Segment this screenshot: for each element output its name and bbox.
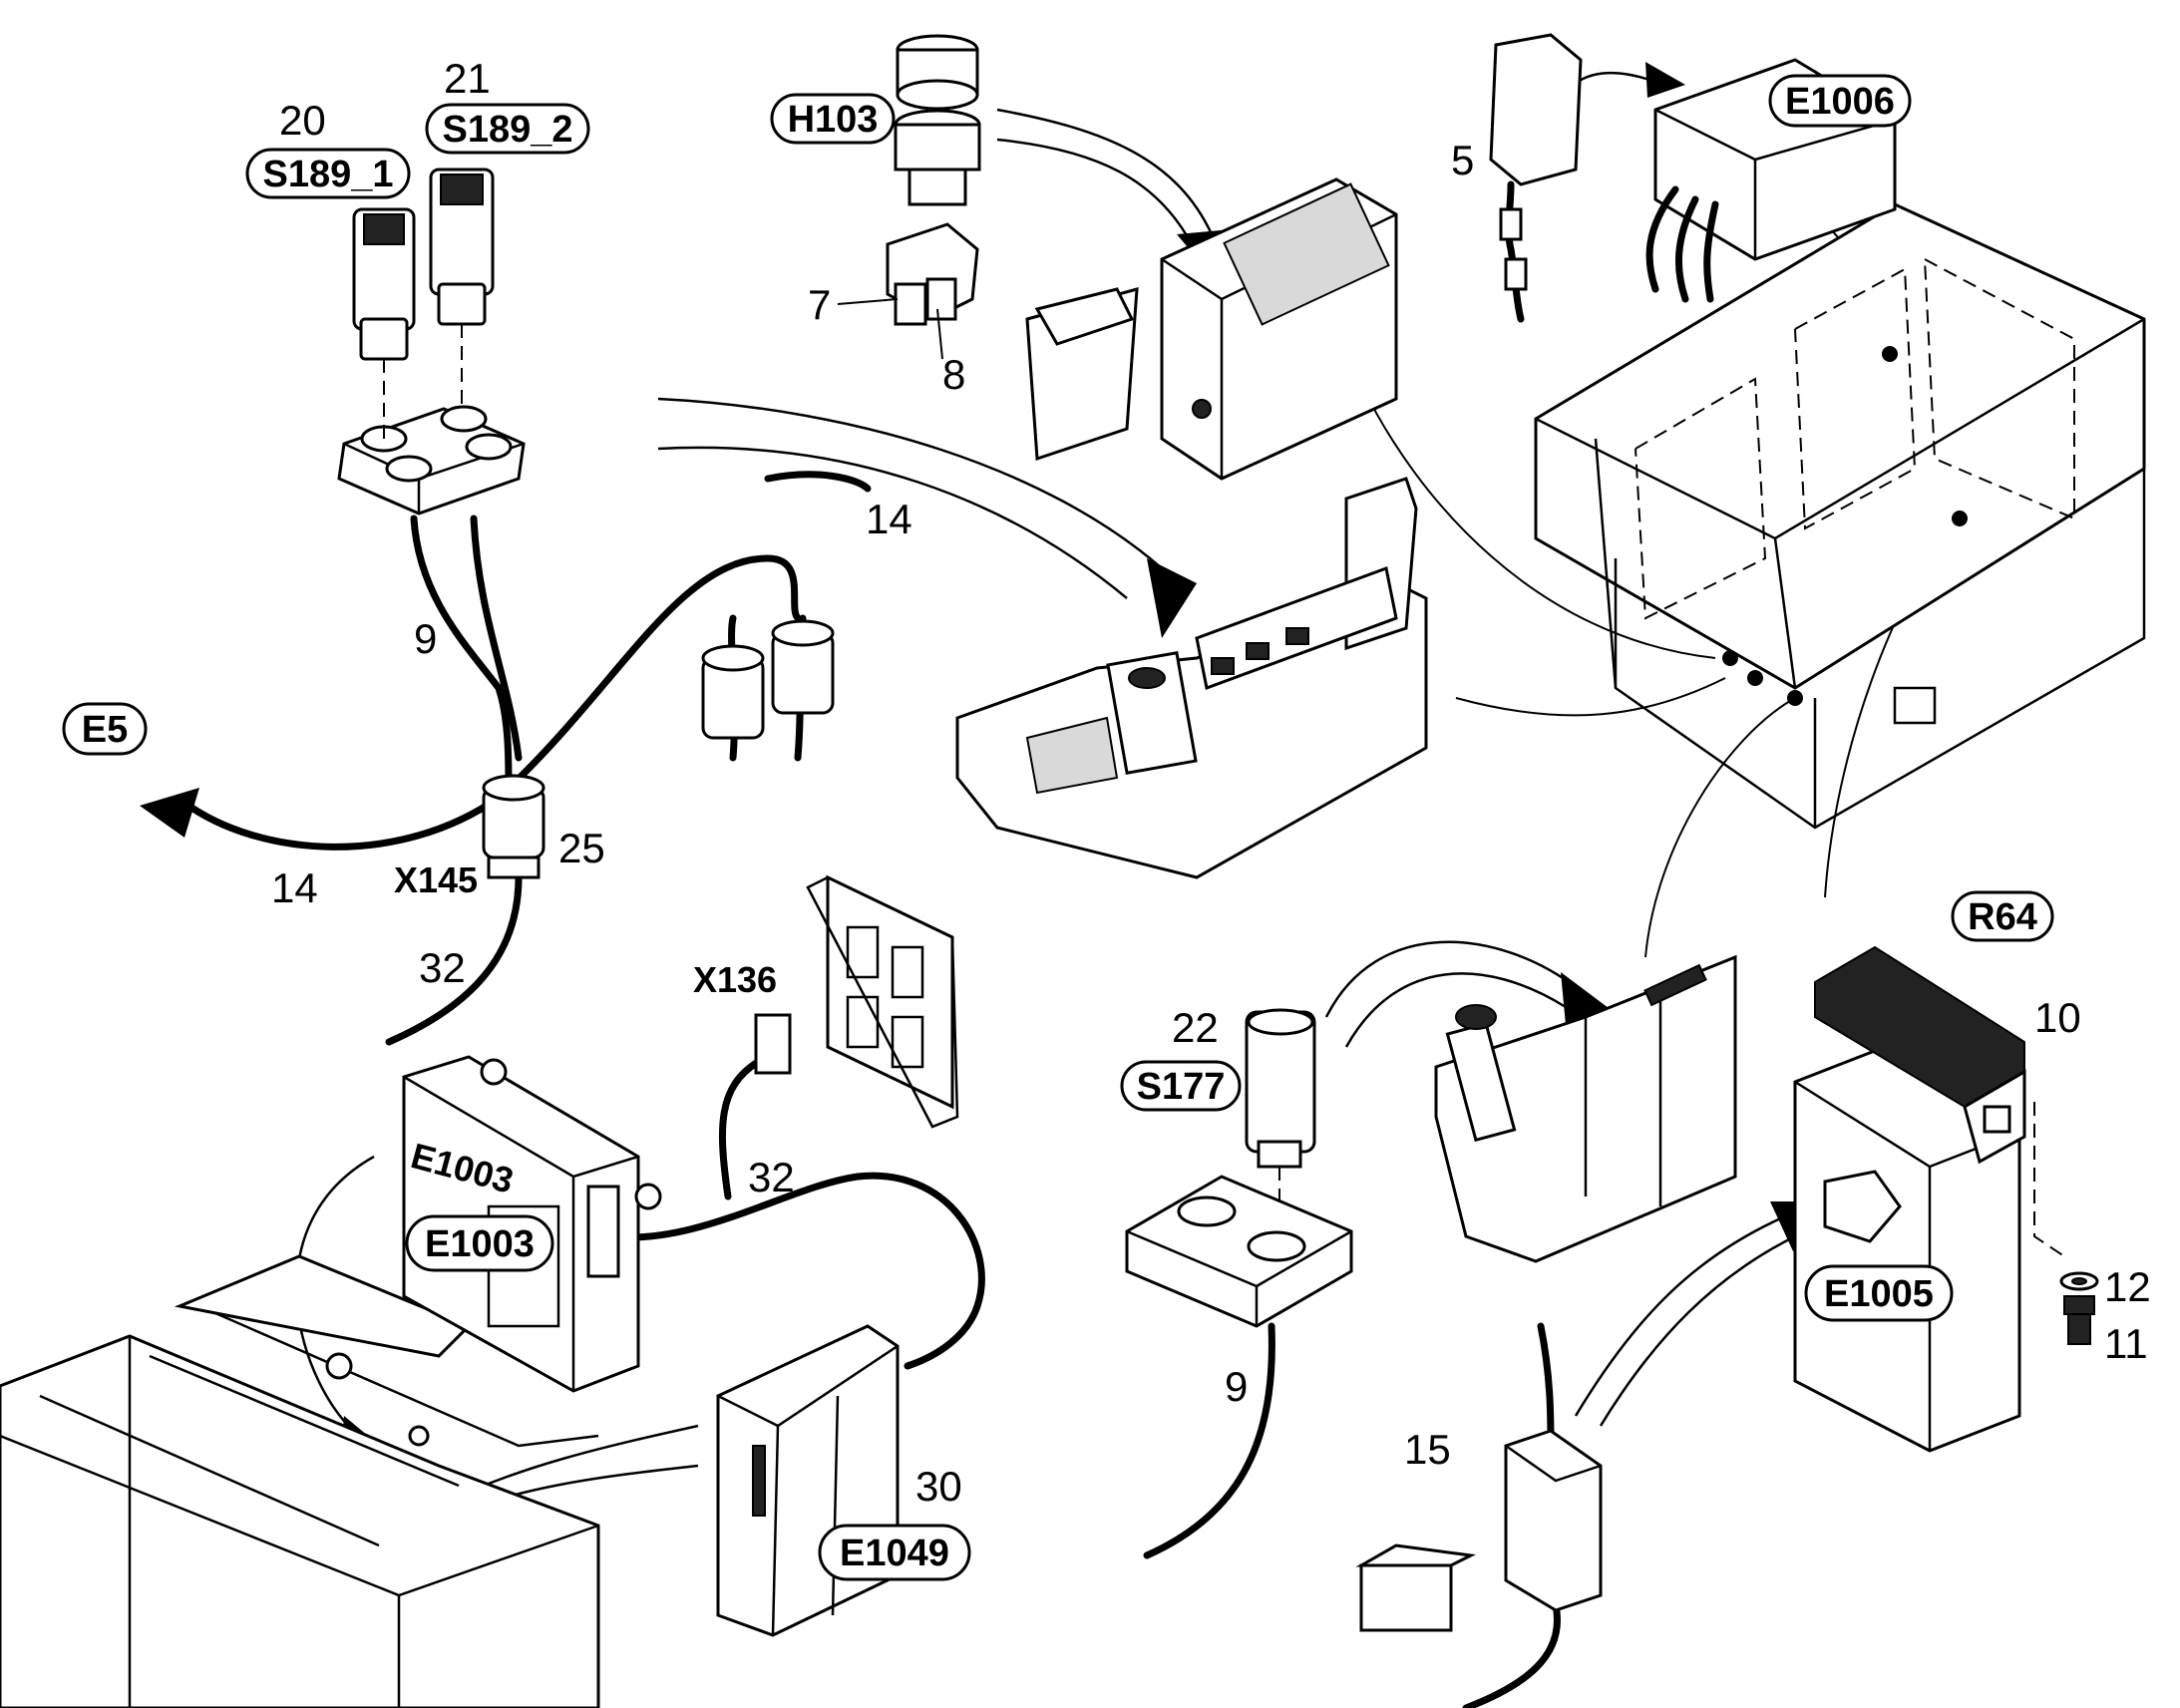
item-number-21: 21 xyxy=(444,55,491,102)
svg-text:E1006: E1006 xyxy=(1785,81,1895,123)
tag-s177: S177 xyxy=(1120,1060,1242,1112)
item-number-14-left: 14 xyxy=(271,864,318,911)
switch-s189-2 xyxy=(429,168,495,409)
svg-text:E1005: E1005 xyxy=(1824,1273,1934,1315)
tag-e1049: E1049 xyxy=(818,1524,971,1581)
label-x136: X136 xyxy=(693,959,777,1000)
tag-r64: R64 xyxy=(1951,890,2054,942)
tag-e1003: E1003 xyxy=(405,1214,554,1272)
tag-h103: H103 xyxy=(770,93,896,145)
lamp-h103 xyxy=(894,34,981,206)
svg-text:S189_2: S189_2 xyxy=(442,109,572,151)
svg-text:S189_1: S189_1 xyxy=(262,154,393,195)
switch-plate-top xyxy=(337,405,526,515)
item-number-32-left: 32 xyxy=(419,944,466,991)
r64-resistor xyxy=(1814,945,2026,1165)
item-number-25: 25 xyxy=(558,825,605,871)
tag-e1005: E1005 xyxy=(1804,1264,1954,1322)
label-x145: X145 xyxy=(394,859,478,900)
svg-text:E5: E5 xyxy=(82,709,128,751)
switch-s189-1 xyxy=(352,207,416,439)
tag-e5: E5 xyxy=(62,702,148,756)
tag-s189-1: S189_1 xyxy=(245,148,411,199)
item-number-7: 7 xyxy=(808,281,831,328)
item-number-20: 20 xyxy=(279,97,326,144)
tag-s189-2: S189_2 xyxy=(425,103,590,155)
item-number-10: 10 xyxy=(2034,994,2081,1041)
x136-panel xyxy=(754,874,959,1129)
screw-11 xyxy=(2063,1295,2095,1345)
module-5 xyxy=(1489,33,1583,323)
lamp-holder xyxy=(886,222,979,326)
item-number-11: 11 xyxy=(2104,1320,2148,1367)
switch-plate-s177 xyxy=(1125,1175,1353,1328)
svg-text:E1003: E1003 xyxy=(425,1223,535,1265)
item-number-14-top: 14 xyxy=(866,496,912,542)
washer-12 xyxy=(2059,1271,2099,1291)
item-number-12: 12 xyxy=(2104,1263,2151,1310)
gland-pair xyxy=(701,619,835,740)
item-number-9-right: 9 xyxy=(1225,1363,1248,1410)
switch-s177 xyxy=(1245,1008,1316,1276)
tag-e1006: E1006 xyxy=(1768,74,1912,128)
svg-text:R64: R64 xyxy=(1968,896,2037,938)
gland-x145 xyxy=(482,774,545,879)
item-number-5: 5 xyxy=(1451,137,1474,183)
right-console xyxy=(1434,954,1737,1263)
base-frame xyxy=(0,1254,600,1708)
item-number-8: 8 xyxy=(942,351,965,398)
item-number-32-mid: 32 xyxy=(748,1154,795,1200)
cab-structure xyxy=(1534,202,2146,830)
control-panel-box xyxy=(1025,177,1398,481)
item-number-9-left: 9 xyxy=(414,615,437,662)
item-number-15: 15 xyxy=(1404,1426,1451,1473)
item-number-30: 30 xyxy=(915,1463,962,1510)
relay-base xyxy=(1355,1429,1603,1632)
e1049-cabinet xyxy=(716,1324,900,1637)
svg-text:H103: H103 xyxy=(788,99,879,141)
console-seat xyxy=(955,477,1428,879)
item-number-22: 22 xyxy=(1172,1004,1219,1051)
svg-text:E1049: E1049 xyxy=(840,1533,949,1574)
svg-text:S177: S177 xyxy=(1137,1066,1226,1108)
